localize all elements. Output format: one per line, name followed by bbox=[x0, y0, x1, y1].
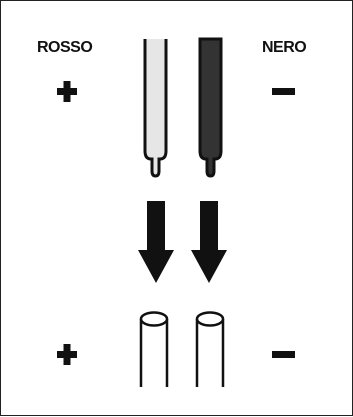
positive-terminal bbox=[139, 311, 169, 387]
negative-sign-top bbox=[272, 88, 295, 95]
label-nero: NERO bbox=[262, 39, 307, 56]
label-rosso: ROSSO bbox=[37, 39, 93, 56]
arrow-down-right bbox=[191, 201, 227, 283]
negative-sign-bottom bbox=[272, 351, 295, 358]
positive-sign-bottom bbox=[57, 344, 77, 365]
positive-sign-top bbox=[57, 81, 77, 102]
negative-terminal bbox=[195, 311, 225, 387]
red-wire-lead bbox=[143, 39, 168, 178]
black-wire-lead bbox=[198, 37, 223, 178]
arrow-down-left bbox=[138, 201, 174, 283]
